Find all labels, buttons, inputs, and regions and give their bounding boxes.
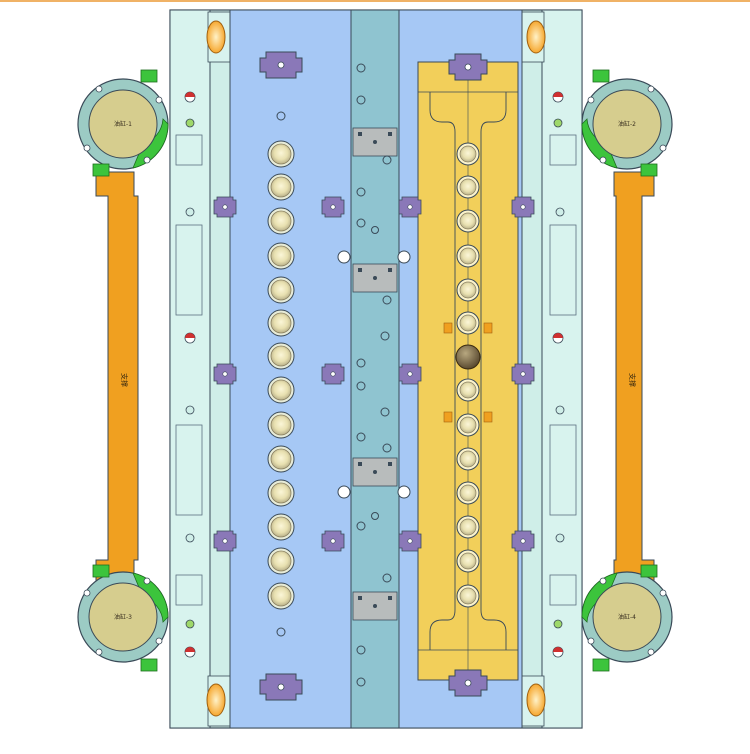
cylinder-tl-label: 油缸-1 xyxy=(114,120,132,128)
cylinder-bottom-right: 油缸-4 xyxy=(581,564,673,672)
locating-block xyxy=(321,530,345,552)
frame-indicators xyxy=(184,91,565,658)
bolt-hole xyxy=(267,140,295,168)
bolt-hole xyxy=(267,242,295,270)
locating-block xyxy=(321,363,345,385)
bolt-hole xyxy=(267,376,295,404)
locating-block xyxy=(398,530,422,552)
bolt-hole xyxy=(456,175,480,199)
bolt-hole xyxy=(456,142,480,166)
left-support-rod: 支撑 xyxy=(95,171,139,585)
bolt-hole xyxy=(267,173,295,201)
cavity-bolt-holes-left xyxy=(267,140,295,610)
bolt-hole xyxy=(267,445,295,473)
bolt-hole xyxy=(456,278,480,302)
bolt-hole xyxy=(456,209,480,233)
cavity-insert xyxy=(417,61,519,681)
bolt-hole xyxy=(267,309,295,337)
bolt-hole xyxy=(456,244,480,268)
locating-block xyxy=(398,363,422,385)
bolt-hole xyxy=(456,311,480,335)
left-rod-label: 支撑 xyxy=(120,373,129,387)
bolt-hole xyxy=(267,276,295,304)
bolt-hole xyxy=(267,479,295,507)
cylinder-bottom-left: 油缸-3 xyxy=(77,564,169,672)
cylinder-top-left: 油缸-1 xyxy=(77,69,169,177)
cylinder-br-label: 油缸-4 xyxy=(618,613,636,621)
right-support-rod: 支撑 xyxy=(613,171,655,585)
bolt-hole xyxy=(456,481,480,505)
locating-block xyxy=(213,530,237,552)
guide-bushings xyxy=(206,11,546,727)
clamp-screws xyxy=(277,61,472,691)
locating-block xyxy=(213,196,237,218)
bolt-hole xyxy=(456,378,480,402)
rail-screws xyxy=(356,63,392,687)
bolt-hole xyxy=(267,342,295,370)
bolt-hole xyxy=(456,584,480,608)
bolt-hole xyxy=(456,549,480,573)
locating-block xyxy=(511,363,535,385)
cylinder-bl-label: 油缸-3 xyxy=(114,613,132,621)
locating-block xyxy=(511,530,535,552)
cylinder-tr-label: 油缸-2 xyxy=(618,120,636,128)
plate-screws xyxy=(276,111,286,637)
bolt-hole xyxy=(267,513,295,541)
bolt-hole xyxy=(267,582,295,610)
locating-blocks xyxy=(213,196,535,552)
bolt-hole xyxy=(456,447,480,471)
right-rod-label: 支撑 xyxy=(628,373,637,387)
rail-wear-pads xyxy=(352,127,398,621)
bolt-hole xyxy=(456,413,480,437)
bolt-hole xyxy=(456,515,480,539)
cylinder-top-right: 油缸-2 xyxy=(581,69,673,177)
locating-block xyxy=(321,196,345,218)
locating-block xyxy=(398,196,422,218)
cavity-bolt-holes-right xyxy=(456,142,480,608)
top-border-line xyxy=(0,0,750,2)
bolt-hole xyxy=(267,547,295,575)
bolt-hole xyxy=(267,411,295,439)
bolt-hole xyxy=(267,207,295,235)
locating-block xyxy=(213,363,237,385)
locating-block xyxy=(511,196,535,218)
